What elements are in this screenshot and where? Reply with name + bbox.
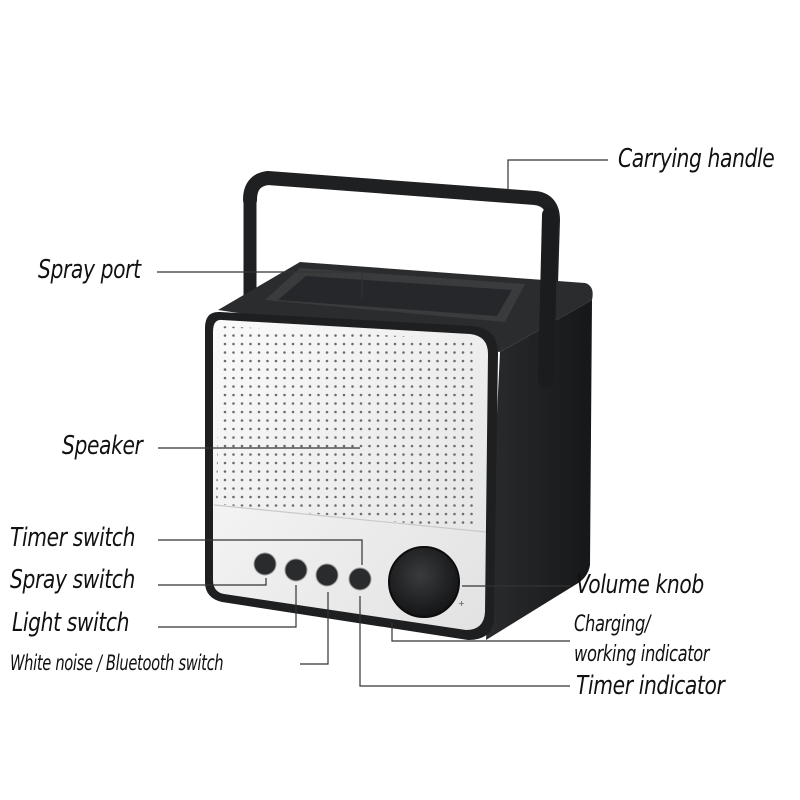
leader-spray-port <box>157 271 363 298</box>
handle-right-arm <box>538 207 558 388</box>
timer-button[interactable] <box>348 567 372 591</box>
white-noise-bluetooth-button[interactable] <box>253 552 277 576</box>
label-spray-port: Spray port <box>38 255 141 285</box>
leader-timer-switch <box>158 539 363 565</box>
volume-knob[interactable] <box>389 547 459 617</box>
label-light-switch: Light switch <box>12 608 130 638</box>
label-charging-line2: working indicator <box>574 642 710 667</box>
leader-lines <box>157 159 608 687</box>
label-speaker: Speaker <box>62 431 143 461</box>
leader-carrying-handle <box>507 159 608 190</box>
leader-charging-indicator <box>391 622 570 642</box>
leader-white-noise-switch <box>300 592 329 665</box>
label-timer-switch: Timer switch <box>10 523 136 553</box>
leader-spray-switch <box>158 578 267 586</box>
light-button[interactable] <box>315 563 339 587</box>
leader-light-switch <box>158 585 297 628</box>
label-charging-line1: Charging/ <box>574 612 651 637</box>
button-row <box>253 552 372 591</box>
spray-button[interactable] <box>284 558 308 582</box>
label-volume-knob: Volume knob <box>576 570 704 600</box>
label-carrying-handle: Carrying handle <box>618 144 775 174</box>
speaker-grille <box>216 326 478 530</box>
charging-indicator-mark: + <box>458 599 465 608</box>
label-white-noise-bluetooth-switch: White noise / Bluetooth switch <box>10 651 224 675</box>
label-spray-switch: Spray switch <box>10 565 136 595</box>
leader-timer-indicator <box>359 596 570 687</box>
device-side <box>486 300 592 640</box>
label-timer-indicator: Timer indicator <box>576 671 725 701</box>
